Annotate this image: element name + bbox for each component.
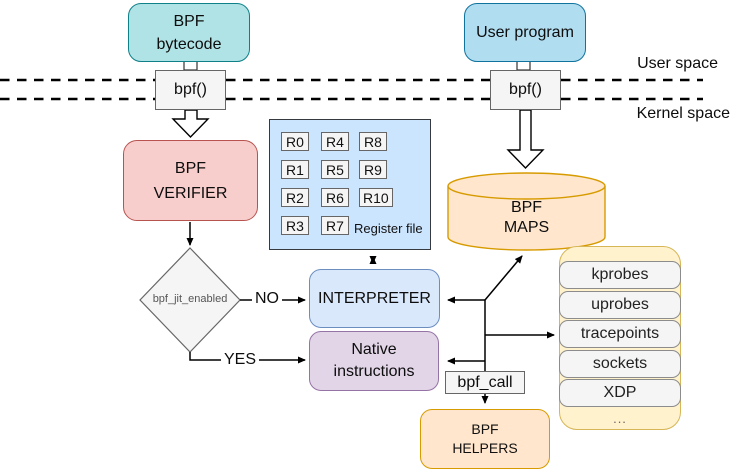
- bpf-call-label: bpf_call: [445, 371, 525, 394]
- hook-more-ellipsis: ...: [613, 410, 627, 426]
- register-r8: R8: [359, 132, 387, 151]
- bpf-helpers-node: BPF HELPERS: [420, 409, 550, 469]
- hook-sockets: sockets: [559, 349, 681, 378]
- hook-points-container: kprobes uprobes tracepoints sockets XDP …: [559, 246, 681, 430]
- connector-stub-right: [516, 60, 531, 71]
- register-r4: R4: [321, 132, 349, 151]
- bpf-syscall-right-node: bpf(): [490, 70, 561, 110]
- hook-xdp: XDP: [559, 379, 681, 407]
- register-r5: R5: [321, 160, 349, 179]
- block-arrow-to-verifier-icon: [171, 109, 210, 139]
- register-column-1: R0 R1 R2 R3: [281, 132, 309, 235]
- register-r3: R3: [281, 216, 309, 235]
- interpreter-node: INTERPRETER: [309, 269, 440, 328]
- edge-junction-to-maps: [484, 255, 523, 301]
- register-column-2: R4 R5 R6 R7: [321, 132, 349, 235]
- bpf-syscall-left-node: bpf(): [155, 70, 226, 110]
- register-r2: R2: [281, 188, 309, 207]
- native-instructions-node: Native instructions: [309, 331, 439, 391]
- bpf-maps-node: BPF MAPS: [503, 199, 550, 236]
- bpf-bytecode-node: BPF bytecode: [128, 3, 250, 62]
- hook-uprobes: uprobes: [559, 290, 681, 319]
- no-edge-label: NO: [252, 290, 282, 308]
- block-arrow-to-maps-icon: [506, 109, 545, 170]
- jit-decision-label: bpf_jit_enabled: [152, 293, 228, 305]
- user-space-label: User space: [637, 55, 718, 72]
- register-file-node: R0 R1 R2 R3 R4 R5 R6 R7 R8 R9 R10 Regist…: [269, 119, 431, 250]
- register-r0: R0: [281, 132, 309, 151]
- register-r6: R6: [321, 188, 349, 207]
- hook-tracepoints: tracepoints: [559, 320, 681, 348]
- register-r9: R9: [359, 160, 387, 179]
- register-r10: R10: [359, 188, 393, 207]
- bpf-verifier-node: BPF VERIFIER: [123, 140, 258, 221]
- user-program-node: User program: [464, 3, 586, 62]
- register-r7: R7: [321, 216, 349, 235]
- user-kernel-boundary-lines: [0, 78, 703, 101]
- register-column-3: R8 R9 R10: [359, 132, 393, 207]
- hook-kprobes: kprobes: [559, 261, 681, 289]
- yes-edge-label: YES: [221, 351, 260, 369]
- kernel-space-label: Kernel space: [636, 105, 730, 122]
- hook-points-list: kprobes uprobes tracepoints sockets XDP …: [559, 261, 681, 426]
- register-r1: R1: [281, 160, 309, 179]
- register-file-caption: Register file: [354, 221, 423, 236]
- connector-stub-left: [183, 60, 198, 71]
